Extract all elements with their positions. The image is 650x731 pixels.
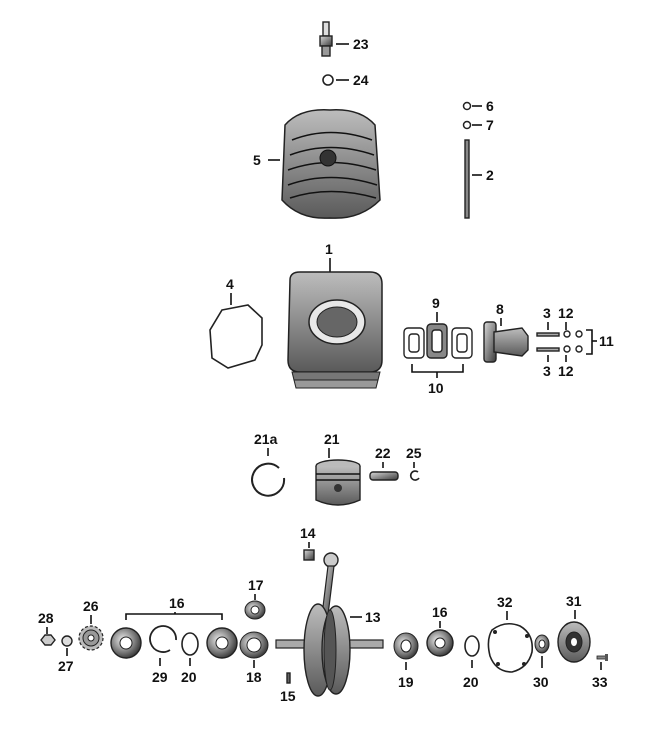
label-32: 32 xyxy=(497,594,513,610)
shim-right xyxy=(464,635,480,657)
label-5: 5 xyxy=(253,152,261,168)
piston-ring xyxy=(251,462,286,497)
label-26: 26 xyxy=(83,598,99,614)
exhaust-flange xyxy=(483,321,529,363)
nut xyxy=(462,101,472,111)
label-3-upper: 3 xyxy=(543,305,551,321)
label-6: 6 xyxy=(486,98,494,114)
drive-sprocket xyxy=(78,625,104,651)
label-9: 9 xyxy=(432,295,440,311)
label-29: 29 xyxy=(152,669,168,685)
cylinder-stud xyxy=(464,139,470,219)
bearing-circlip xyxy=(149,625,177,653)
piston-pin xyxy=(369,471,399,481)
oil-seal-18 xyxy=(239,631,269,659)
oil-seal-17 xyxy=(244,600,266,620)
label-24: 24 xyxy=(353,72,369,88)
needle-bearing xyxy=(303,549,315,561)
label-33: 33 xyxy=(592,674,608,690)
label-3-lower: 3 xyxy=(543,363,551,379)
label-13: 13 xyxy=(365,609,381,625)
label-12-lower: 12 xyxy=(558,363,574,379)
base-gasket xyxy=(209,304,263,369)
label-15: 15 xyxy=(280,688,296,704)
sealing-ring xyxy=(322,74,334,86)
exhaust-washer-upper xyxy=(575,330,583,338)
woodruff-key xyxy=(286,672,291,684)
oil-seal-19 xyxy=(393,632,419,660)
label-2: 2 xyxy=(486,167,494,183)
exhaust-stud-lower xyxy=(536,347,560,352)
label-16-right: 16 xyxy=(432,604,448,620)
label-20-left: 20 xyxy=(181,669,197,685)
main-bearing-left-inner xyxy=(206,627,238,659)
circlip xyxy=(409,470,420,481)
label-1: 1 xyxy=(325,241,333,257)
label-8: 8 xyxy=(496,301,504,317)
exhaust-nut-upper xyxy=(563,330,571,338)
oil-seal-30 xyxy=(534,634,550,654)
main-bearing-right xyxy=(426,629,454,657)
label-25: 25 xyxy=(406,445,422,461)
label-22: 22 xyxy=(375,445,391,461)
cover-gasket xyxy=(487,622,534,673)
crankshaft xyxy=(275,552,384,697)
label-11: 11 xyxy=(599,333,614,349)
exhaust-stud-upper xyxy=(536,332,560,337)
label-14: 14 xyxy=(300,525,316,541)
label-16-left: 16 xyxy=(169,595,185,611)
label-21a: 21a xyxy=(254,431,278,447)
label-12-upper: 12 xyxy=(558,305,574,321)
label-17: 17 xyxy=(248,577,264,593)
label-18: 18 xyxy=(246,669,262,685)
cylinder xyxy=(287,271,383,389)
label-27: 27 xyxy=(58,658,74,674)
label-31: 31 xyxy=(566,593,582,609)
sprocket-nut xyxy=(40,634,56,646)
label-21: 21 xyxy=(324,431,340,447)
label-23: 23 xyxy=(353,36,369,52)
exhaust-washer-lower xyxy=(575,345,583,353)
piston xyxy=(315,459,361,506)
spark-plug xyxy=(319,21,333,57)
washer xyxy=(462,120,472,130)
label-20-right: 20 xyxy=(463,674,479,690)
lock-washer xyxy=(61,635,73,647)
shim-left xyxy=(181,632,199,656)
cover-screw xyxy=(596,654,608,661)
exhaust-nut-lower xyxy=(563,345,571,353)
exhaust-gaskets xyxy=(403,323,473,359)
label-28: 28 xyxy=(38,610,54,626)
bearing-cover xyxy=(557,621,591,663)
label-4: 4 xyxy=(226,276,234,292)
label-30: 30 xyxy=(533,674,549,690)
label-7: 7 xyxy=(486,117,494,133)
label-19: 19 xyxy=(398,674,414,690)
main-bearing-left-outer xyxy=(110,627,142,659)
label-10: 10 xyxy=(428,380,444,396)
cylinder-head xyxy=(281,109,381,219)
